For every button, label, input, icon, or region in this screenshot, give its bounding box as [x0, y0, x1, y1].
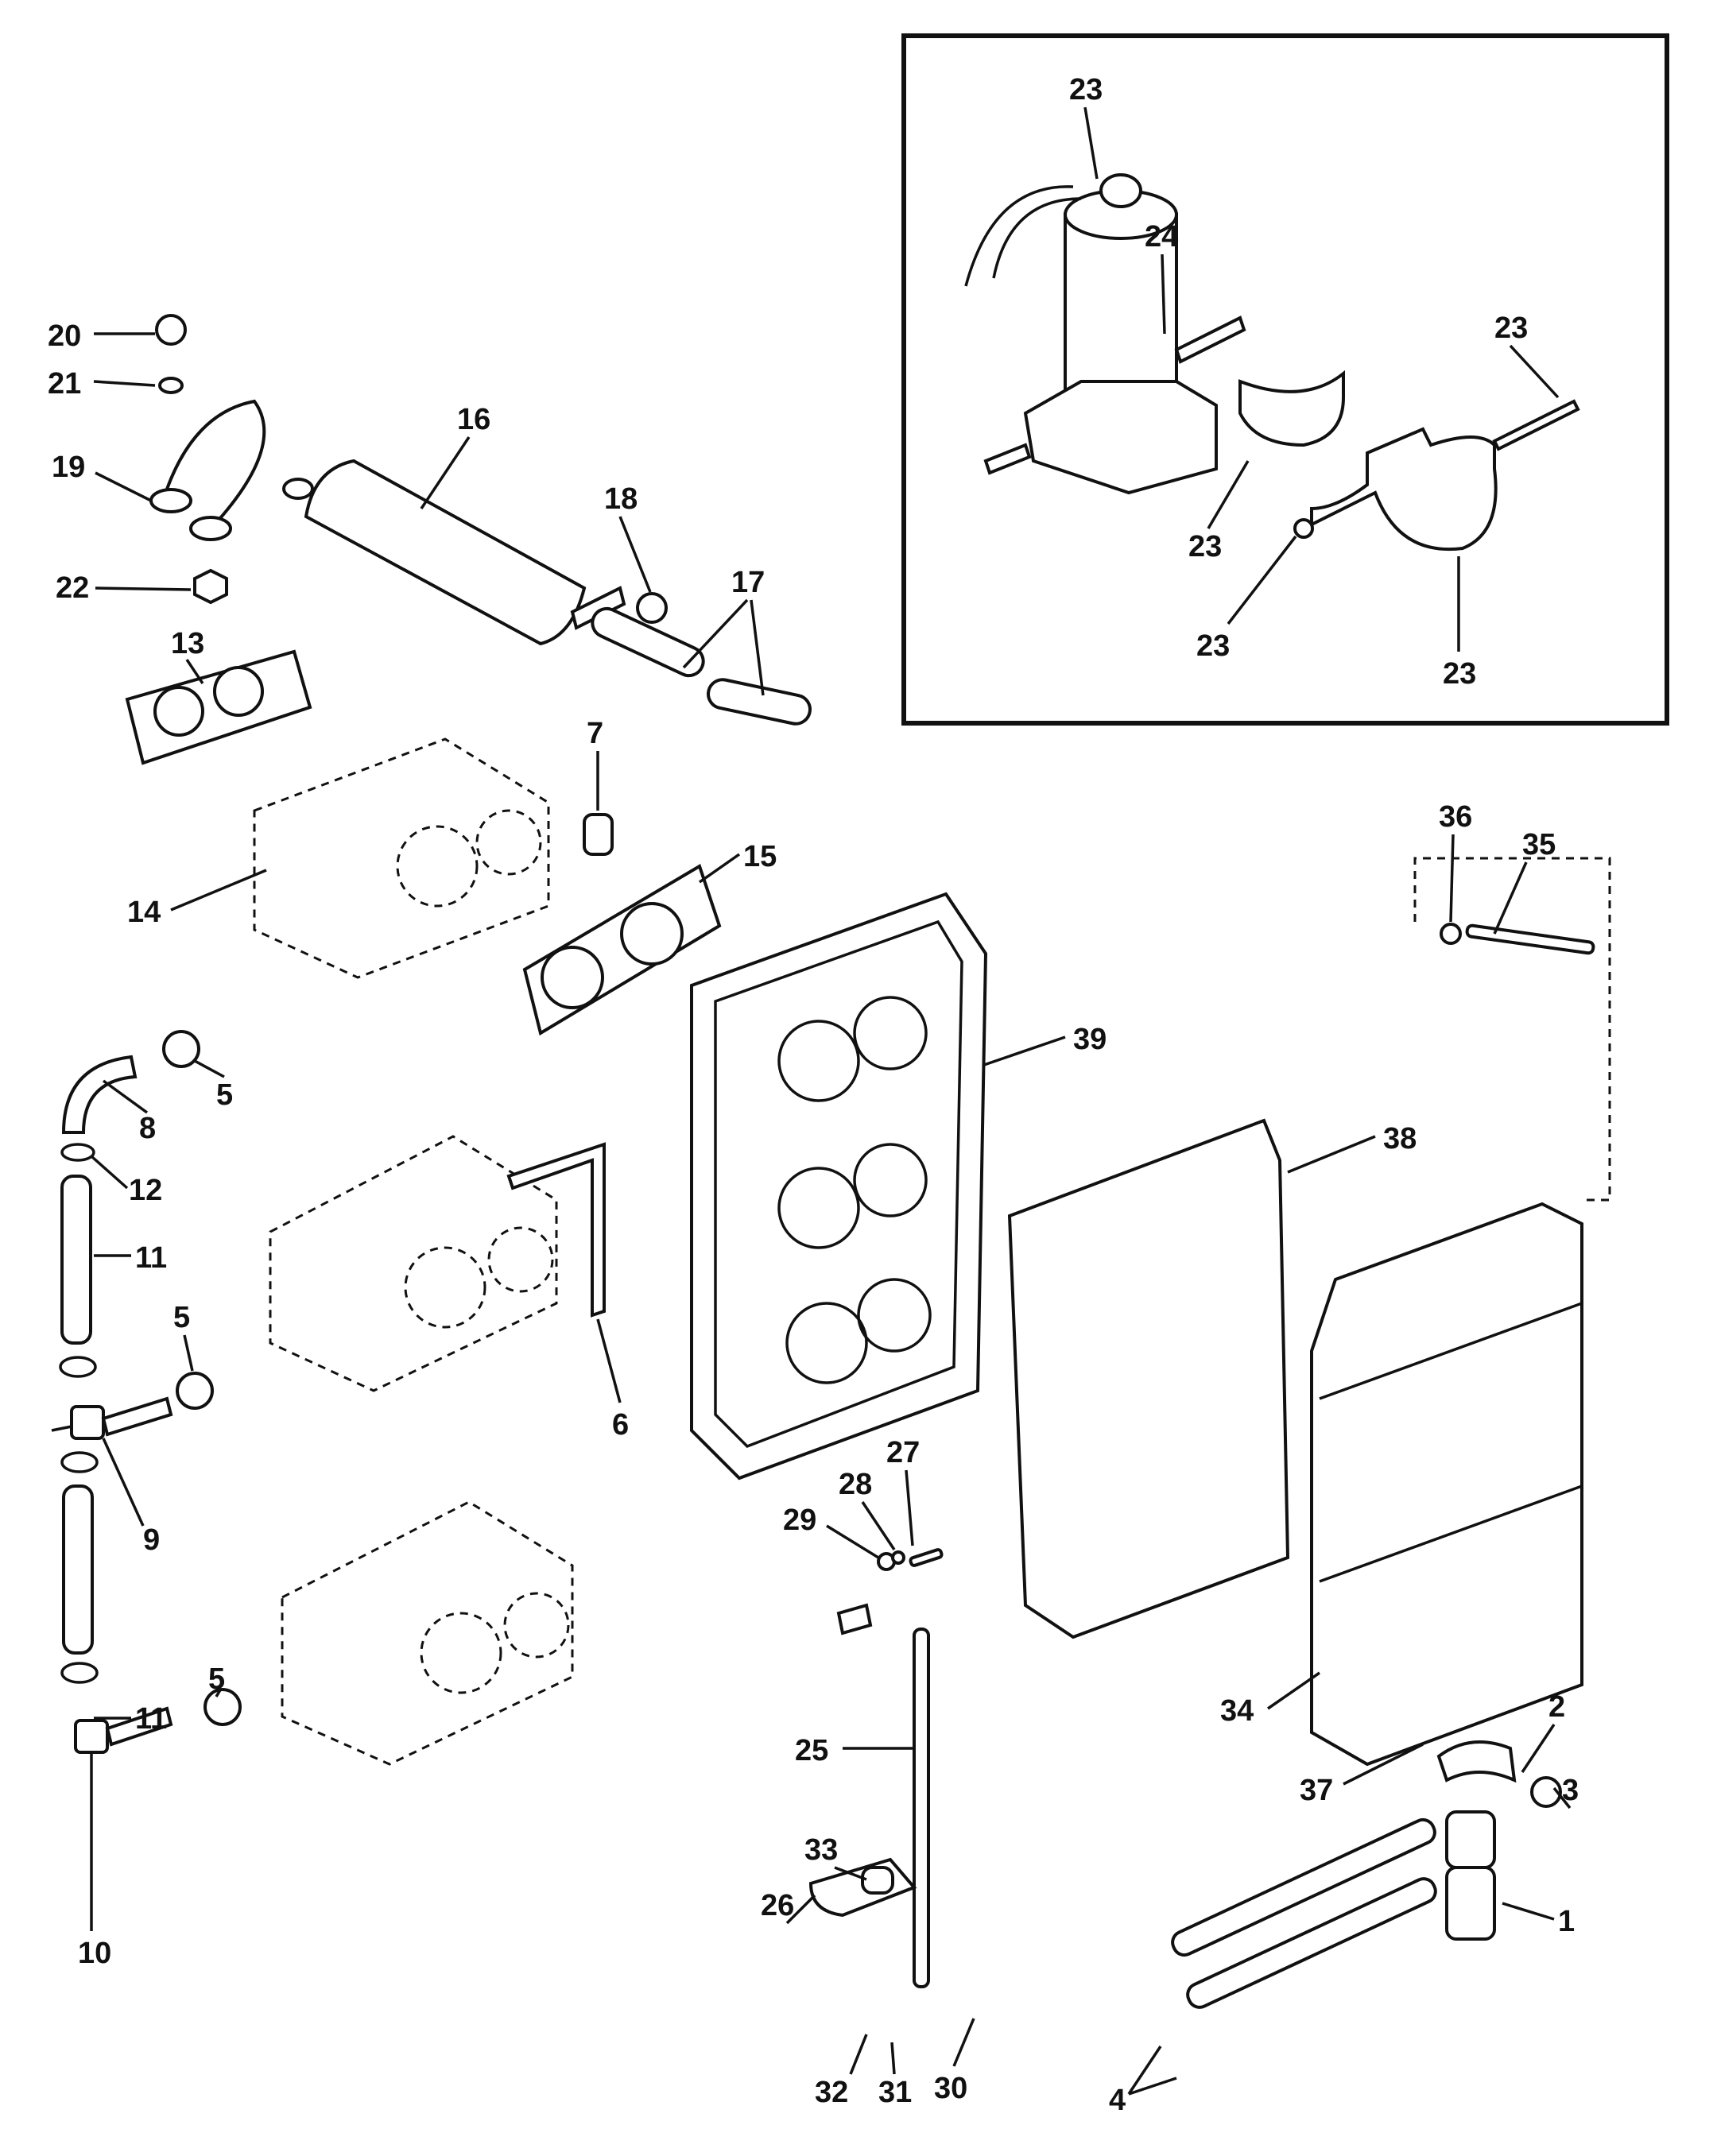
callout-24: 24 [1145, 220, 1178, 254]
clip-12 [60, 1143, 95, 1162]
clip-lower [60, 1451, 99, 1473]
callout-10: 10 [78, 1937, 111, 1970]
callout-26: 26 [761, 1889, 794, 1922]
hose-11a [60, 1175, 92, 1345]
pump-bracket [1310, 427, 1498, 552]
fuel-filter [282, 459, 626, 646]
fuel-pump [964, 173, 1246, 495]
hose-11b [62, 1484, 94, 1655]
callout-37: 37 [1300, 1774, 1333, 1807]
callout-33: 33 [804, 1833, 838, 1867]
hose-6 [506, 1142, 606, 1318]
lockwasher-28 [891, 1550, 905, 1565]
link-rod-25 [913, 1628, 930, 1988]
callout-18: 18 [604, 482, 638, 516]
callout-17: 17 [731, 566, 765, 599]
bracket-plate [836, 1603, 873, 1635]
callout-20: 20 [48, 319, 81, 353]
callout-23-bracket: 23 [1443, 657, 1476, 691]
callout-23-nut: 23 [1196, 629, 1230, 663]
air-box-cover-34 [1310, 1202, 1583, 1767]
screw-20 [155, 314, 187, 346]
washer-36 [1440, 923, 1462, 945]
callout-23-screw: 23 [1494, 312, 1528, 345]
callout-23-top: 23 [1069, 73, 1103, 106]
pump-screw [1492, 399, 1580, 451]
callout-8: 8 [139, 1112, 156, 1145]
callout-13: 13 [171, 627, 204, 660]
gasket-15 [522, 864, 722, 1036]
callouts: 20 21 19 22 16 18 17 13 7 14 15 5 8 12 1… [48, 319, 1579, 2117]
callout-5-top: 5 [216, 1078, 233, 1112]
callout-28: 28 [839, 1468, 872, 1501]
clip-bottom [60, 1662, 99, 1684]
elbow-8 [61, 1055, 138, 1134]
callout-12: 12 [129, 1174, 162, 1207]
inset-frame [901, 33, 1669, 726]
nut-3 [1530, 1776, 1562, 1808]
clip-upper [59, 1356, 97, 1378]
callout-34: 34 [1220, 1694, 1254, 1728]
carburetor-middle [269, 1135, 558, 1392]
screw-27 [909, 1548, 944, 1567]
callout-5-mid: 5 [173, 1301, 190, 1334]
callout-2: 2 [1548, 1690, 1565, 1724]
callout-4: 4 [1109, 2084, 1126, 2117]
callout-9: 9 [143, 1523, 160, 1557]
callout-39: 39 [1073, 1023, 1107, 1056]
hose-17a [591, 606, 705, 678]
carburetor-top [253, 737, 550, 979]
callout-19: 19 [52, 451, 85, 484]
callout-31: 31 [878, 2076, 912, 2109]
callout-30: 30 [934, 2072, 967, 2105]
fitting-5a [162, 1030, 200, 1068]
tee-9 [51, 1396, 173, 1440]
callout-22: 22 [56, 571, 89, 605]
inset-callouts: 23 24 23 23 23 23 [1069, 73, 1560, 691]
bushing-33 [861, 1866, 894, 1895]
washer-21 [158, 377, 184, 394]
callout-14: 14 [127, 896, 161, 929]
callout-38: 38 [1383, 1122, 1417, 1155]
gasket-13 [125, 649, 312, 765]
nut-22 [193, 568, 228, 605]
callout-21: 21 [48, 367, 81, 401]
hose-17b [707, 678, 812, 726]
callout-5-bottom: 5 [208, 1662, 225, 1696]
pump-bracket-half [1238, 370, 1345, 447]
bolt-35 [1465, 923, 1595, 955]
callout-35: 35 [1522, 828, 1556, 861]
carburetor-bottom [281, 1500, 574, 1766]
hose-4a [1171, 1817, 1436, 1957]
callout-32: 32 [815, 2076, 848, 2109]
callout-27: 27 [886, 1436, 920, 1469]
callout-11-top: 11 [135, 1241, 167, 1275]
clamp-2 [1436, 1740, 1517, 1783]
callout-7: 7 [587, 717, 603, 750]
callout-3: 3 [1562, 1774, 1579, 1807]
fitting-5b [176, 1372, 214, 1410]
hose-clamp-18 [636, 592, 668, 624]
callout-6: 6 [612, 1408, 629, 1442]
callout-23-half: 23 [1188, 530, 1222, 563]
callout-15: 15 [743, 840, 777, 873]
fitting-7 [583, 813, 614, 856]
fitting-5c [203, 1688, 242, 1726]
callout-11-bottom: 11 [135, 1702, 167, 1736]
callout-29: 29 [783, 1504, 816, 1537]
bolt-path [1413, 857, 1611, 1202]
elbow-10 [74, 1706, 173, 1754]
pump-nut [1293, 518, 1314, 539]
hose-4b [1186, 1877, 1437, 2009]
callout-36: 36 [1439, 800, 1472, 834]
adaptor-plate-39 [690, 892, 988, 1481]
gasket-38 [1007, 1118, 1290, 1639]
callout-16: 16 [457, 403, 490, 436]
clamp-19 [149, 399, 266, 541]
callout-1: 1 [1558, 1905, 1575, 1938]
solenoid-1 [1445, 1810, 1496, 1941]
callout-25: 25 [795, 1734, 828, 1767]
